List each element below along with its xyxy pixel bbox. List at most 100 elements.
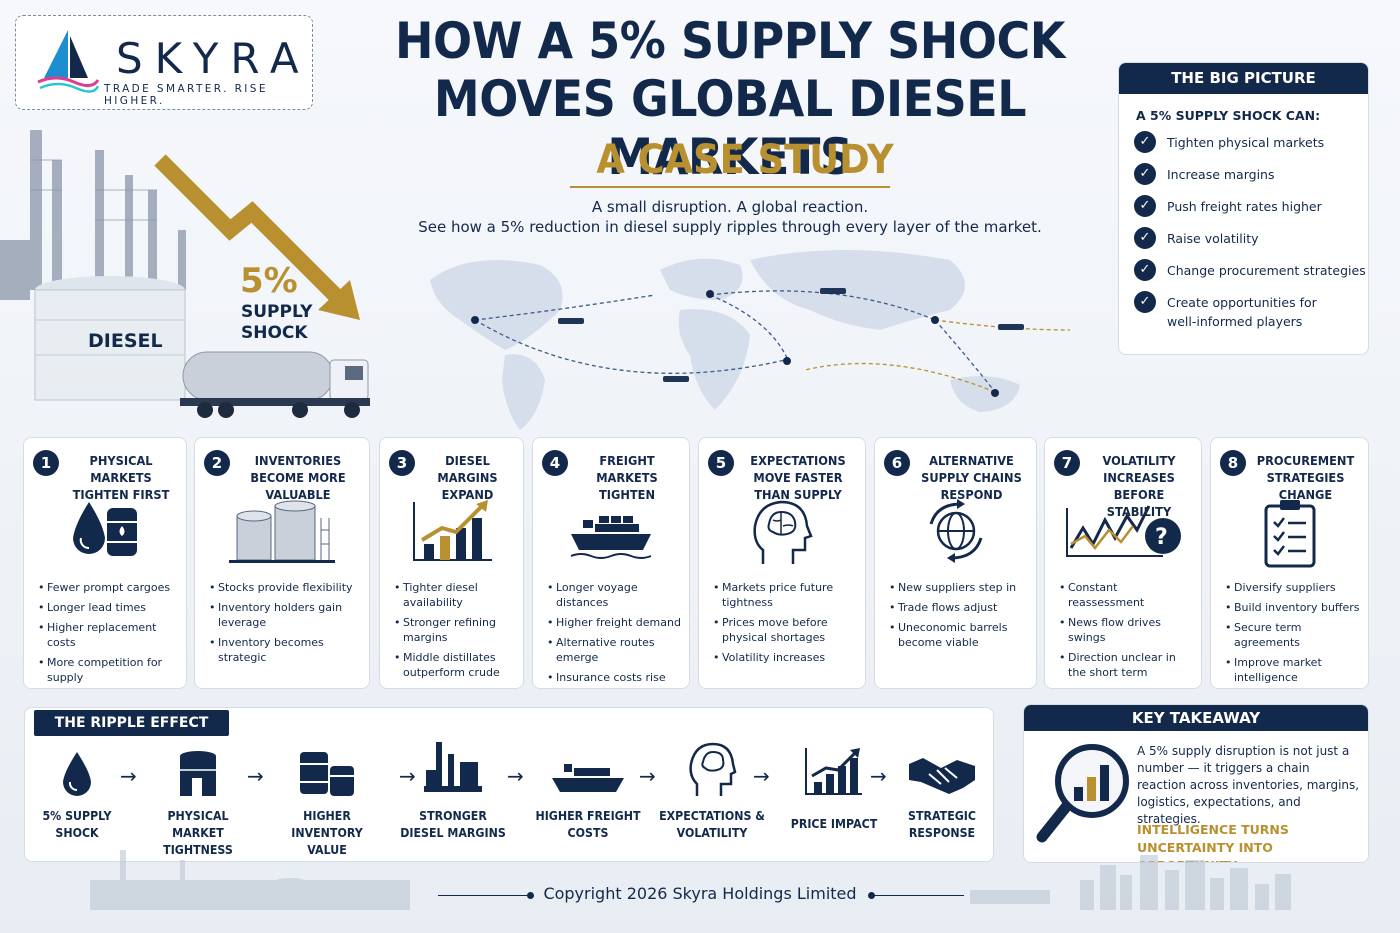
list-item: Inventory holders gain leverage xyxy=(209,600,363,630)
footer-rule-left xyxy=(438,895,530,896)
brand-name: SKYRA xyxy=(116,34,311,83)
step-title: PROCUREMENT STRATEGIES CHANGE xyxy=(1256,454,1355,502)
list-item: Secure term agreements xyxy=(1225,620,1362,650)
check-icon: ✓ xyxy=(1134,291,1156,313)
list-item: Build inventory buffers xyxy=(1225,600,1362,615)
list-item: Higher freight demand xyxy=(547,615,683,630)
list-item: ✓Push freight rates higher xyxy=(1134,195,1368,217)
step-title: VOLATILITY INCREASES BEFORE STABILITY xyxy=(1102,454,1176,519)
step-number: 5 xyxy=(708,450,734,476)
step-title: DIESEL MARGINS EXPAND xyxy=(437,454,498,502)
list-item: Longer lead times xyxy=(38,600,180,615)
list-item: Direction unclear in the short term xyxy=(1059,650,1195,680)
lede-line-2: See how a 5% reduction in diesel supply … xyxy=(418,218,1042,236)
world-trade-map xyxy=(430,250,1071,430)
list-item: ✓ Create opportunities for well-informed … xyxy=(1134,291,1368,331)
list-item: Trade flows adjust xyxy=(889,600,1030,615)
ripple-step: HIGHER INVENTORY VALUE xyxy=(267,736,387,859)
svg-text:?: ? xyxy=(1155,525,1168,550)
big-picture-intro: A 5% SUPPLY SHOCK CAN: xyxy=(1136,108,1321,123)
list-item: Diversify suppliers xyxy=(1225,580,1362,595)
ripple-step: EXPECTATIONS & VOLATILITY xyxy=(652,736,772,842)
step-title: EXPECTATIONS MOVE FASTER THAN SUPPLY xyxy=(750,454,846,502)
list-item: Volatility increases xyxy=(713,650,859,665)
takeaway-body: A 5% supply disruption is not just a num… xyxy=(1137,744,1360,826)
list-item: Alternative routes emerge xyxy=(547,635,683,665)
list-item: News flow drives swings xyxy=(1059,615,1195,645)
list-item-text: Create opportunities for well-informed p… xyxy=(1167,295,1317,329)
ripple-step: STRONGER DIESEL MARGINS xyxy=(393,736,513,842)
clipboard-checklist-icon xyxy=(1211,498,1368,570)
list-item: New suppliers step in xyxy=(889,580,1030,595)
ripple-label: HIGHER INVENTORY VALUE xyxy=(291,809,363,857)
title-line-1: HOW A 5% SUPPLY SHOCK xyxy=(395,12,1065,70)
key-takeaway-panel: KEY TAKEAWAY A 5% supply disruption is n… xyxy=(1023,704,1369,863)
step-number: 3 xyxy=(389,450,415,476)
handshake-icon xyxy=(882,736,1002,798)
tank-label: DIESEL xyxy=(88,330,163,352)
ripple-step: STRATEGIC RESPONSE xyxy=(882,736,1002,842)
step-card-7: 7 VOLATILITY INCREASES BEFORE STABILITY … xyxy=(1044,437,1202,689)
ripple-label: 5% SUPPLY SHOCK xyxy=(42,809,112,840)
list-item: Stronger refining margins xyxy=(394,615,517,645)
step-card-2: 2 INVENTORIES BECOME MORE VALUABLE Stock… xyxy=(194,437,370,689)
step-card-1: 1 PHYSICAL MARKETS TIGHTEN FIRST Fewer p… xyxy=(23,437,187,689)
step-card-4: 4 FREIGHT MARKETS TIGHTEN Longer voyage … xyxy=(532,437,690,689)
step-bullets: Tighter diesel availability Stronger ref… xyxy=(394,580,517,685)
list-item-text: Push freight rates higher xyxy=(1167,199,1322,214)
ripple-label: PRICE IMPACT xyxy=(790,817,878,831)
tank-icon xyxy=(138,736,258,798)
title-line-2: MOVES GLOBAL DIESEL MARKETS xyxy=(433,70,1027,186)
list-item: Tighter diesel availability xyxy=(394,580,517,610)
step-bullets: Longer voyage distances Higher freight d… xyxy=(547,580,683,690)
list-item-text: Tighten physical markets xyxy=(1167,135,1325,150)
shock-line-2: SHOCK xyxy=(241,323,308,343)
skyline-illustration xyxy=(90,850,1291,910)
step-number: 6 xyxy=(884,450,910,476)
ripple-label: STRATEGIC RESPONSE xyxy=(907,809,977,840)
step-number: 4 xyxy=(542,450,568,476)
step-bullets: Diversify suppliers Build inventory buff… xyxy=(1225,580,1362,690)
storage-tanks-icon xyxy=(195,498,369,570)
ripple-step: HIGHER FREIGHT COSTS xyxy=(528,736,648,842)
list-item: Middle distillates outperform crude xyxy=(394,650,517,680)
footer-dot xyxy=(527,892,534,899)
brand-logo: SKYRA TRADE SMARTER. RISE HIGHER. xyxy=(15,15,313,110)
list-item: ✓Increase margins xyxy=(1134,163,1368,185)
check-icon: ✓ xyxy=(1134,227,1156,249)
globe-cycle-icon xyxy=(875,498,1036,570)
list-item: Longer voyage distances xyxy=(547,580,683,610)
step-card-6: 6 ALTERNATIVE SUPPLY CHAINS RESPOND New … xyxy=(874,437,1037,689)
shock-line-1: SUPPLY xyxy=(241,302,313,322)
magnifier-chart-icon xyxy=(1036,744,1129,843)
list-item: Fewer prompt cargoes xyxy=(38,580,180,595)
list-item-text: Change procurement strategies xyxy=(1167,263,1366,278)
step-number: 1 xyxy=(33,450,59,476)
ripple-effect-panel: THE RIPPLE EFFECT 5% SUPPLY SHOCK → PHYS… xyxy=(24,707,994,862)
chart-icon xyxy=(774,736,894,798)
list-item: More competition for supply xyxy=(38,655,180,685)
ship-icon xyxy=(528,736,648,798)
page-subtitle: A CASE STUDY xyxy=(596,137,894,183)
list-item: Insurance costs rise xyxy=(547,670,683,685)
step-bullets: Fewer prompt cargoes Longer lead times H… xyxy=(38,580,180,690)
step-title: ALTERNATIVE SUPPLY CHAINS RESPOND xyxy=(921,454,1022,502)
list-item: Constant reassessment xyxy=(1059,580,1195,610)
list-item: Improve market intelligence xyxy=(1225,655,1362,685)
sail-logo-icon xyxy=(37,30,100,93)
ripple-label: EXPECTATIONS & VOLATILITY xyxy=(659,809,765,840)
ripple-label: STRONGER DIESEL MARGINS xyxy=(400,809,506,840)
barrels-icon xyxy=(267,736,387,798)
check-icon: ✓ xyxy=(1134,163,1156,185)
container-ship-icon xyxy=(533,498,689,570)
step-card-8: 8 PROCUREMENT STRATEGIES CHANGE Diversif… xyxy=(1210,437,1369,689)
step-card-3: 3 DIESEL MARGINS EXPAND Tighter diesel a… xyxy=(379,437,524,689)
drop-icon xyxy=(17,736,137,798)
refinery-hero-illustration: DIESEL 5% SUPPLY SHOCK xyxy=(0,130,370,418)
step-title: FREIGHT MARKETS TIGHTEN xyxy=(596,454,658,502)
brain-icon xyxy=(652,736,772,798)
list-item: Stocks provide flexibility xyxy=(209,580,363,595)
footer-copyright: Copyright 2026 Skyra Holdings Limited xyxy=(543,884,857,903)
big-picture-list: ✓ Tighten physical markets ✓Increase marg… xyxy=(1134,131,1368,331)
arrow-right-icon: → xyxy=(507,764,524,788)
